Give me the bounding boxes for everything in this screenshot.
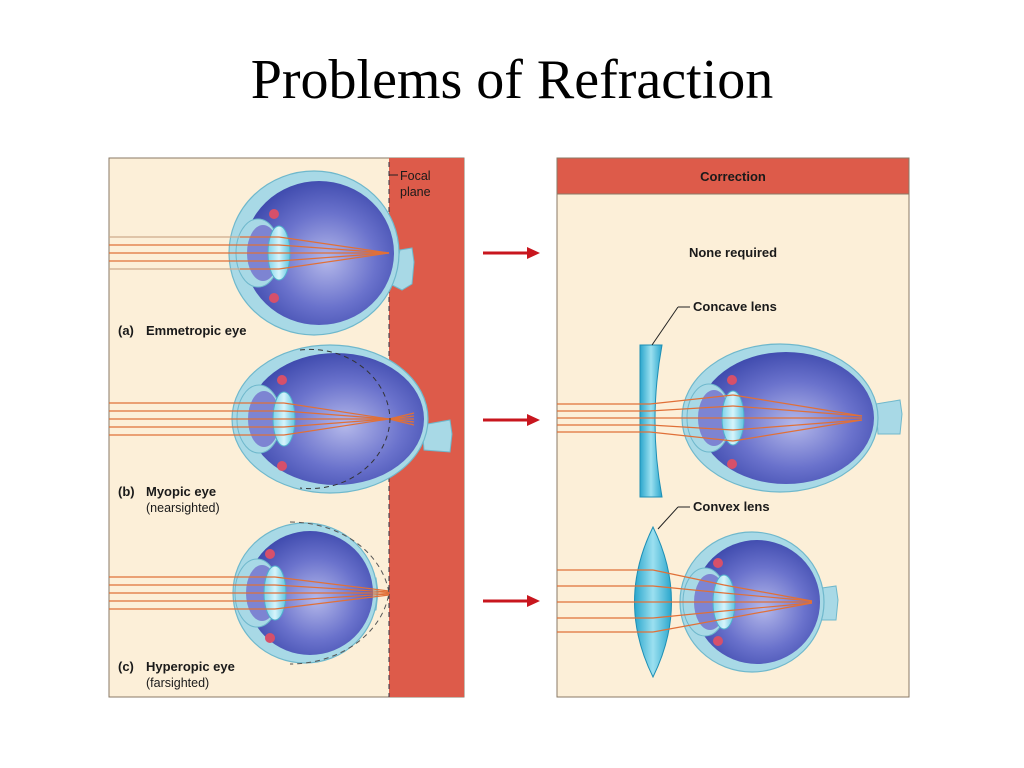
right-panel: Correction None required Concave lens xyxy=(556,157,910,698)
case-b-letter: (b) xyxy=(118,484,135,499)
slide-title: Problems of Refraction xyxy=(250,49,774,111)
correction-header-text: Correction xyxy=(700,169,766,184)
correction-header xyxy=(556,157,910,195)
concave-correction: Concave lens xyxy=(557,299,903,498)
case-c-name: Hyperopic eye xyxy=(146,659,235,674)
convex-lens-label: Convex lens xyxy=(693,499,770,514)
arrow-a xyxy=(483,247,540,259)
hyperopic-eye xyxy=(109,521,390,665)
case-c-letter: (c) xyxy=(118,659,134,674)
left-panel: Focal plane (a) Emmetropic eye xyxy=(108,157,465,698)
case-a-name: Emmetropic eye xyxy=(146,323,246,338)
myopic-eye xyxy=(109,344,453,494)
focal-plane-label-line1: Focal xyxy=(400,169,431,183)
concave-lens xyxy=(639,344,663,498)
emmetropic-eye xyxy=(109,170,415,336)
concave-lens-label: Concave lens xyxy=(693,299,777,314)
case-c-note: (farsighted) xyxy=(146,676,209,690)
corrected-rays-convex xyxy=(557,569,813,633)
convex-correction: Convex lens xyxy=(557,499,839,679)
arrows xyxy=(483,247,540,607)
focal-plane-label-line2: plane xyxy=(400,185,431,199)
incoming-rays-c xyxy=(109,576,390,610)
case-a-letter: (a) xyxy=(118,323,134,338)
arrow-c xyxy=(483,595,540,607)
case-b-note: (nearsighted) xyxy=(146,501,220,515)
case-b-name: Myopic eye xyxy=(146,484,216,499)
arrow-b xyxy=(483,414,540,426)
corrected-rays-concave xyxy=(557,394,863,442)
none-required-text: None required xyxy=(689,245,777,260)
incoming-rays-b xyxy=(109,402,415,436)
